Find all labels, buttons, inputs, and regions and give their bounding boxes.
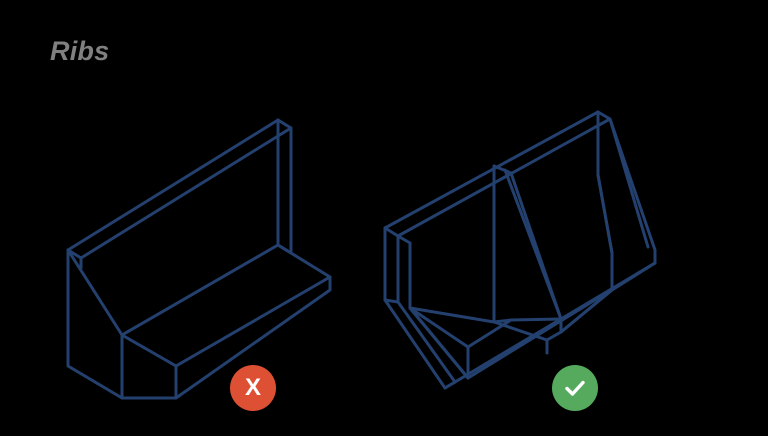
status-badge-bad: X (230, 365, 276, 411)
bracket-without-ribs-lines (66, 118, 332, 400)
wall-bottom-near-edge (120, 243, 280, 337)
check-icon (565, 380, 585, 396)
base-inner-back-seam-right (559, 288, 614, 334)
rib-middle-inner-slope (503, 168, 563, 321)
rib-middle-floor-near (492, 320, 549, 342)
wall-top-near-edge (66, 118, 280, 252)
rib-middle-thickness-top (492, 164, 513, 175)
wall-top-face (383, 110, 612, 238)
rib-left-tip-connect (443, 380, 457, 390)
wall-right-end-far-edge (608, 117, 657, 265)
x-icon: X (244, 374, 261, 401)
base-floor-right-edge (610, 261, 657, 292)
bracket-with-ribs-lines (383, 110, 657, 390)
page-title: Ribs (50, 36, 110, 66)
rib-left-bottom-connect (383, 298, 400, 304)
rib-right-inner-edge (596, 173, 614, 255)
status-badge-good (552, 365, 598, 411)
base-front-face (174, 275, 332, 400)
base-inner-left-edge (408, 306, 470, 380)
wall-left-end-outer-edge (383, 298, 447, 390)
rib-middle-base-seam (509, 317, 563, 322)
rib-left-thickness-top (396, 234, 412, 245)
wall-top-near-edge (383, 110, 600, 230)
rib-right-far-slope (608, 117, 650, 249)
base-top-face-right-edge (276, 243, 332, 279)
base-inner-back-seam-left (408, 306, 496, 324)
wall-top-face (66, 118, 293, 260)
rib-middle-floor-far (545, 330, 563, 342)
